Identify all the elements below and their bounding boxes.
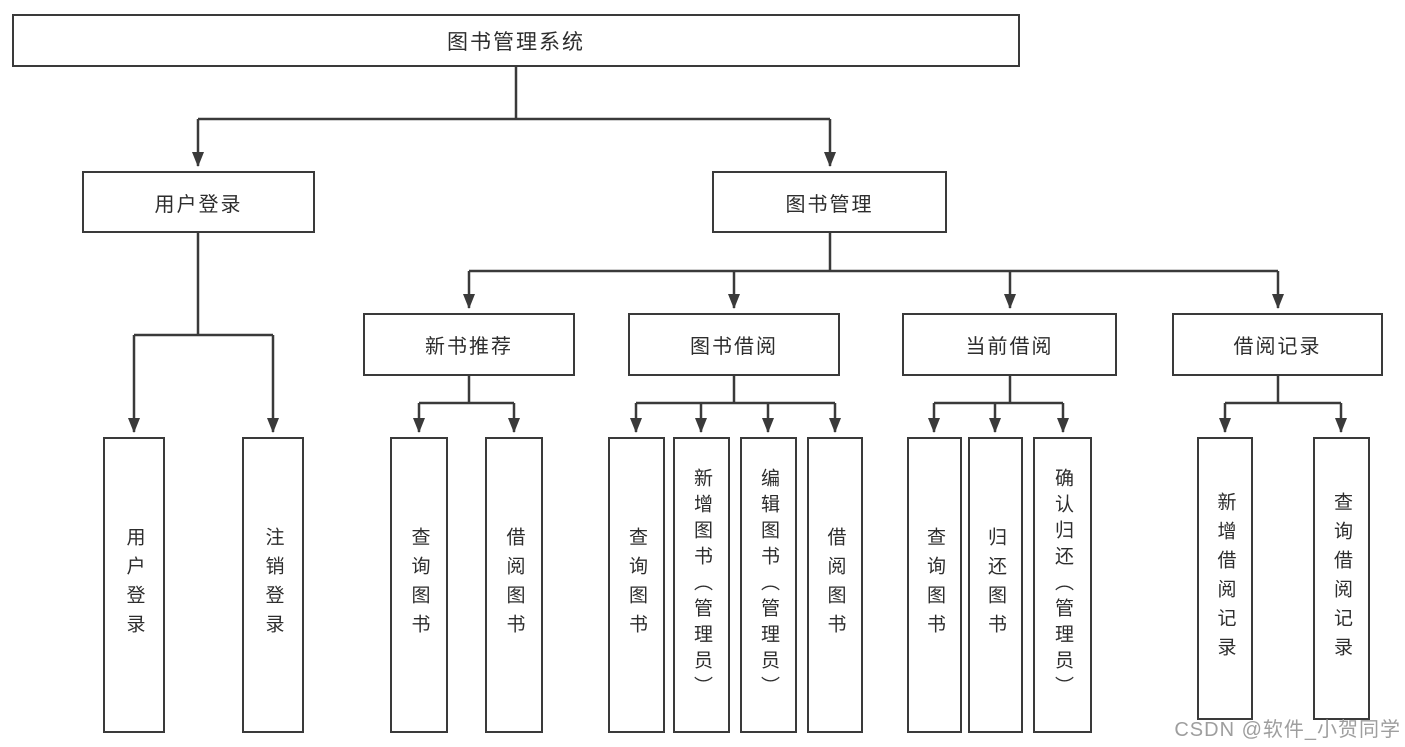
- leaf-confirm-return-admin: 确认归还（管理员）: [1033, 437, 1092, 733]
- leaf-logout: 注销登录: [242, 437, 304, 733]
- node-borrowing-records: 借阅记录: [1172, 313, 1383, 376]
- leaf-label: 借阅图书: [503, 527, 525, 643]
- leaf-borrow-books-2: 借阅图书: [807, 437, 863, 733]
- node-new-book-recommendation: 新书推荐: [363, 313, 575, 376]
- leaf-label: 查询图书: [626, 527, 647, 643]
- leaf-label: 用户登录: [123, 527, 145, 643]
- leaf-edit-books-admin: 编辑图书（管理员）: [740, 437, 797, 733]
- leaf-return-books: 归还图书: [968, 437, 1023, 733]
- leaf-label: 注销登录: [262, 527, 284, 643]
- leaf-label: 查询图书: [924, 527, 945, 643]
- leaf-query-books-2: 查询图书: [608, 437, 665, 733]
- leaf-query-books-3: 查询图书: [907, 437, 962, 733]
- leaf-add-books-admin: 新增图书（管理员）: [673, 437, 730, 733]
- leaf-label: 编辑图书（管理员）: [758, 468, 779, 702]
- leaf-label: 查询图书: [408, 527, 430, 643]
- leaf-label: 确认归还（管理员）: [1052, 468, 1073, 702]
- node-library-management-system: 图书管理系统: [12, 14, 1020, 67]
- leaf-query-books-1: 查询图书: [390, 437, 448, 733]
- leaf-borrow-books-1: 借阅图书: [485, 437, 543, 733]
- node-current-borrowing: 当前借阅: [902, 313, 1117, 376]
- leaf-label: 归还图书: [985, 527, 1006, 643]
- leaf-user-login: 用户登录: [103, 437, 165, 733]
- leaf-query-borrow-record: 查询借阅记录: [1313, 437, 1370, 720]
- node-book-borrowing: 图书借阅: [628, 313, 840, 376]
- leaf-label: 新增图书（管理员）: [691, 468, 712, 702]
- leaf-label: 新增借阅记录: [1214, 491, 1236, 666]
- leaf-label: 查询借阅记录: [1331, 491, 1352, 666]
- leaf-label: 借阅图书: [824, 527, 846, 643]
- csdn-watermark: CSDN @软件_小贺同学: [1174, 719, 1401, 741]
- leaf-add-borrow-record: 新增借阅记录: [1197, 437, 1253, 720]
- node-user-login: 用户登录: [82, 171, 315, 233]
- node-book-management: 图书管理: [712, 171, 947, 233]
